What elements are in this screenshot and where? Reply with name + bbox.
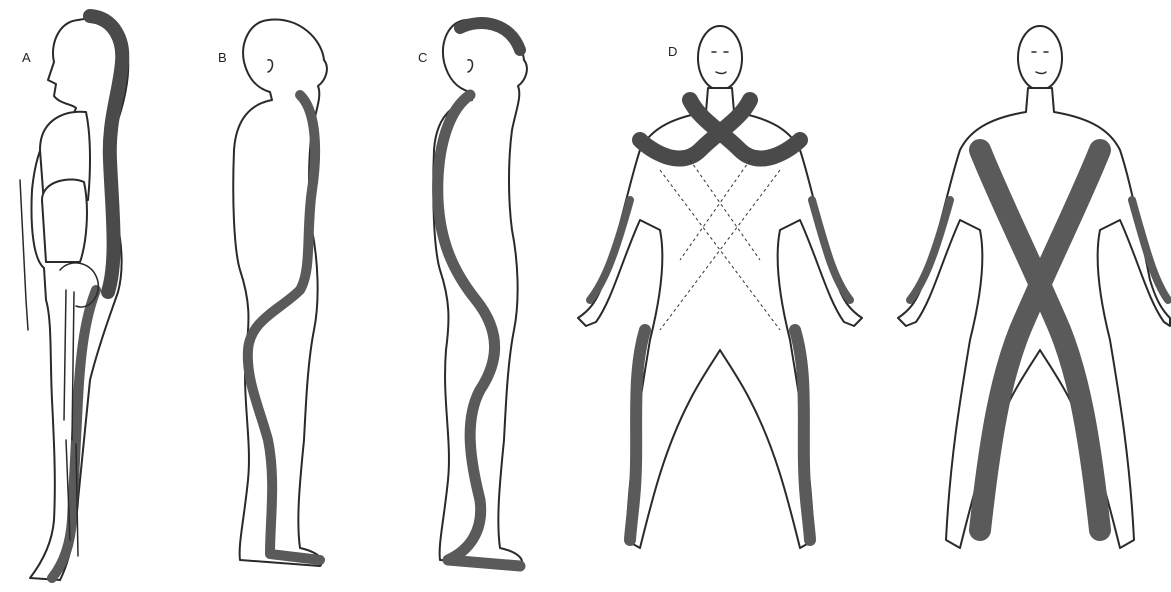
panel-a-figure bbox=[20, 16, 128, 580]
panel-e-figure bbox=[898, 26, 1170, 548]
panel-d-figure bbox=[578, 26, 862, 548]
panel-b-label: B bbox=[218, 50, 227, 65]
panel-b-figure bbox=[233, 20, 327, 566]
panel-d-label: D bbox=[668, 44, 677, 59]
panel-a-label: A bbox=[22, 50, 31, 65]
panel-c-figure bbox=[433, 20, 527, 566]
panel-c-label: C bbox=[418, 50, 427, 65]
